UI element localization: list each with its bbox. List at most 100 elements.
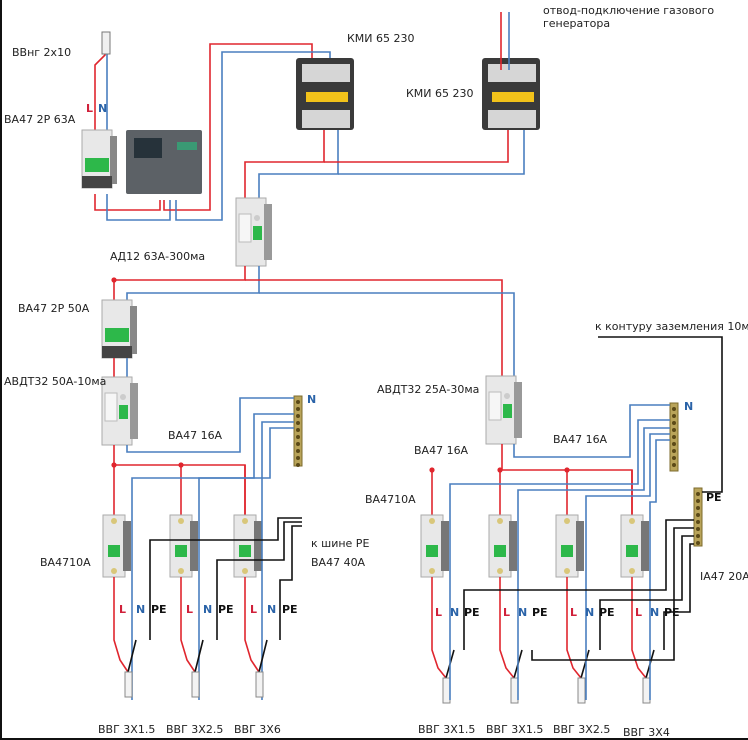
left-breaker-1-screw xyxy=(111,518,117,524)
meter-l-in xyxy=(94,194,161,211)
right-pe-label: PE xyxy=(599,606,615,619)
main-breaker-base xyxy=(82,176,112,188)
bus-pe-right-screw xyxy=(696,520,700,524)
contactor-1-yellow-bar xyxy=(306,92,348,102)
main-breaker-toggle xyxy=(85,158,109,172)
right-l-label: L xyxy=(635,606,643,619)
rcbo-left-label: АВДТ32 50А-10ма xyxy=(4,375,107,388)
left-10a-label: ВА4710А xyxy=(40,556,91,569)
left-16a-label: ВА47 16А xyxy=(168,429,223,442)
left-pe-tail-3 xyxy=(258,639,268,673)
main-breaker-side xyxy=(110,136,117,184)
to-pe-bus-label: к шине РЕ xyxy=(311,537,370,550)
right-breaker-3-side xyxy=(576,521,584,571)
contactor-1-l-out xyxy=(244,130,325,200)
right-pe-3 xyxy=(599,535,694,650)
breaker-50-base xyxy=(102,346,132,358)
contactor-1-n-out xyxy=(258,130,339,200)
bus-n-left-screw xyxy=(296,442,300,446)
contactor-1-label: КМИ 65 230 xyxy=(347,32,415,45)
left-n-label: N xyxy=(136,603,146,616)
left-cable-end-2 xyxy=(191,671,200,698)
contactor-1-bottom-terminals xyxy=(302,110,350,128)
right-breaker-2-screw xyxy=(497,568,503,574)
bus-n-left-screw xyxy=(296,407,300,411)
right-n-label: N xyxy=(518,606,528,619)
bus-n-right-screw xyxy=(672,428,676,432)
left-l-label: L xyxy=(250,603,258,616)
rcbo-left-label-plate xyxy=(104,392,118,422)
contactor-1-top-terminals xyxy=(302,64,350,82)
right-n-wire-2 xyxy=(517,427,670,700)
bus-l-right xyxy=(245,279,503,380)
bus-n-right-screw xyxy=(672,414,676,418)
right-pe-2 xyxy=(531,527,694,661)
left-l-wire-1 xyxy=(113,577,129,673)
rcbo-right-label-plate xyxy=(488,391,502,421)
left-l-wire-3 xyxy=(244,577,260,673)
bus-n-left-screw xyxy=(296,428,300,432)
input-cable-end xyxy=(101,31,111,55)
right-n-label: N xyxy=(450,606,460,619)
right-cable-end-4 xyxy=(642,677,651,704)
bus-pe-right-label: PE xyxy=(706,491,722,504)
right-l-wire-2 xyxy=(499,577,515,679)
breaker-50-toggle xyxy=(105,328,129,342)
left-pe-tail-1 xyxy=(127,639,137,673)
contactor-2-top-terminals xyxy=(488,64,536,82)
right-breaker-3-toggle xyxy=(561,545,573,557)
right-l-label: L xyxy=(503,606,511,619)
right-16a-b-label: ВА47 16А xyxy=(553,433,608,446)
left-breaker-2-toggle xyxy=(175,545,187,557)
energy-meter-display xyxy=(134,138,162,158)
ground-wire xyxy=(598,336,723,493)
breaker-50-side xyxy=(130,306,137,354)
rcbo-right-n-out xyxy=(513,404,670,458)
left-l-wire-2 xyxy=(180,577,196,673)
rcd-main-side xyxy=(264,204,272,260)
left-pe-label: PE xyxy=(151,603,167,616)
left-pe-label: PE xyxy=(282,603,298,616)
left-pe-1 xyxy=(149,517,302,640)
rcd-main-test-button xyxy=(254,215,260,221)
right-cable-label: ВВГ 3Х4 xyxy=(623,726,670,739)
right-breaker-2-toggle xyxy=(494,545,506,557)
right-l-wire-1 xyxy=(431,577,447,679)
right-pe-label: PE xyxy=(464,606,480,619)
right-cable-label: ВВГ 3Х2.5 xyxy=(553,723,611,736)
bus-n-left-screw xyxy=(296,414,300,418)
bus-n-left-screw xyxy=(296,449,300,453)
bus-n-left-label: N xyxy=(307,393,317,406)
left-breaker-2-screw xyxy=(178,568,184,574)
rcbo-left-side xyxy=(130,383,138,439)
bus-n-left-screw xyxy=(296,456,300,460)
right-cable-end-1 xyxy=(442,677,451,704)
right-cable-end-3 xyxy=(577,677,586,704)
right-pe-tail-3 xyxy=(580,649,590,679)
left-breaker-1-toggle xyxy=(108,545,120,557)
rcbo-left-test-button xyxy=(120,394,126,400)
right-breaker-2-side xyxy=(509,521,517,571)
right-cable-label: ВВГ 3Х1.5 xyxy=(486,723,544,736)
right-n-wire-4 xyxy=(649,439,670,700)
bus-pe-right-screw xyxy=(696,541,700,545)
energy-meter-badge xyxy=(177,142,197,150)
right-n-wire-1 xyxy=(449,419,670,700)
contactor-2-label: КМИ 65 230 xyxy=(406,87,474,100)
input-l-label: L xyxy=(86,102,94,115)
bus-pe-right-screw xyxy=(696,527,700,531)
bus-n-left xyxy=(126,266,260,300)
bus-n-right-screw xyxy=(672,463,676,467)
right-10a-label: ВА4710А xyxy=(365,493,416,506)
bus-n-left-screw xyxy=(296,421,300,425)
right-cable-end-2 xyxy=(510,677,519,704)
right-breaker-4-screw xyxy=(629,518,635,524)
bus-n-right-label: N xyxy=(684,400,694,413)
left-cable-end-3 xyxy=(255,671,264,698)
left-l-label: L xyxy=(186,603,194,616)
left-breaker-3-toggle xyxy=(239,545,251,557)
rcbo-right-side xyxy=(514,382,522,438)
left-breaker-3-screw xyxy=(242,568,248,574)
